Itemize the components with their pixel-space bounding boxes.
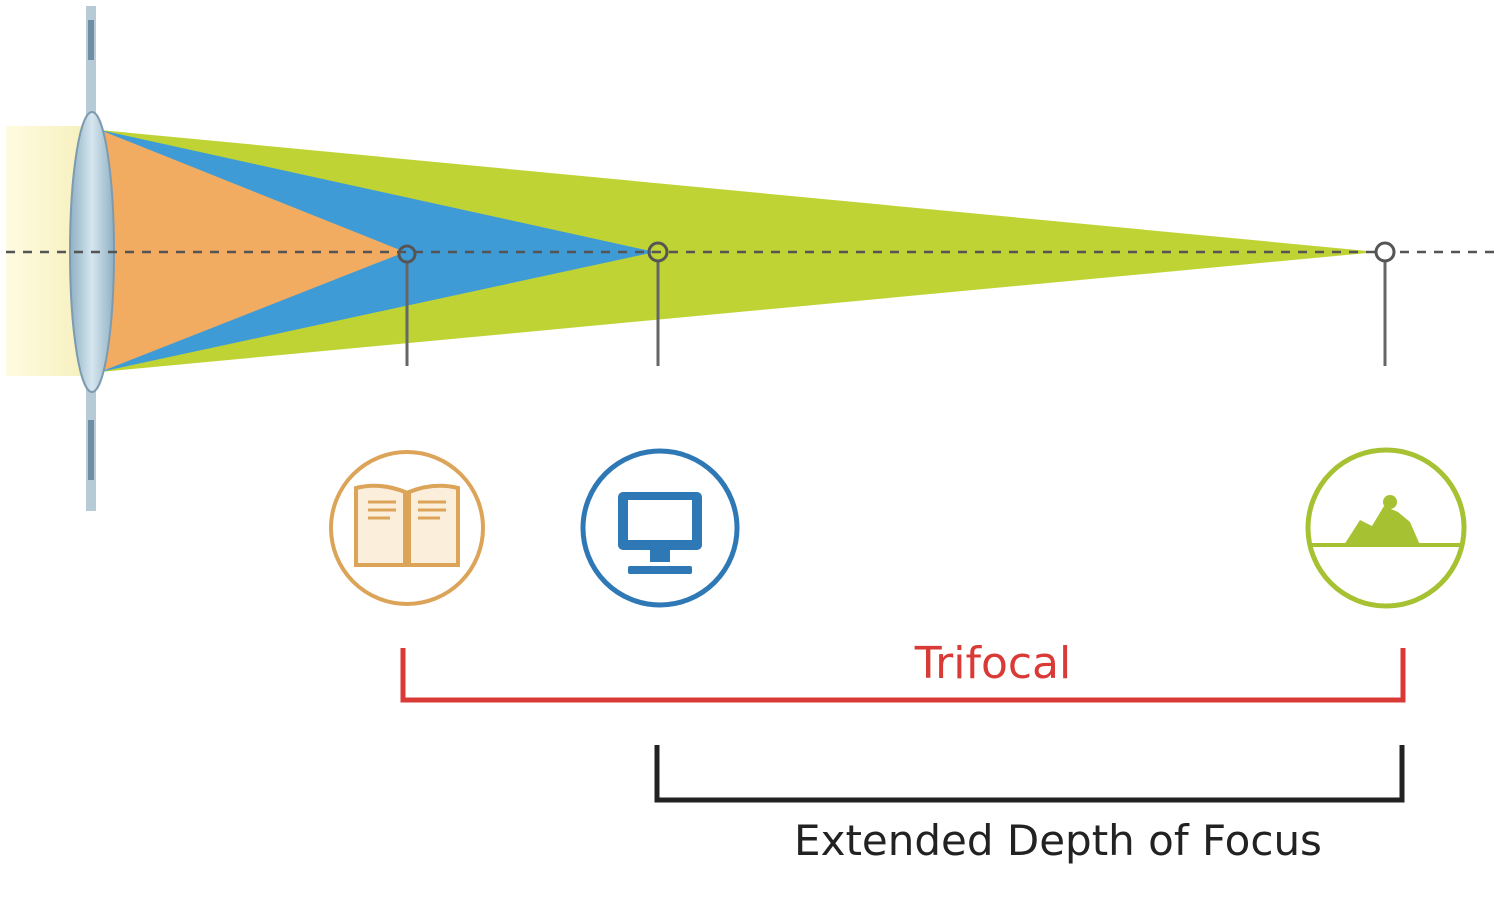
far-focal-marker xyxy=(1374,241,1396,366)
landscape-mountain-icon xyxy=(1305,447,1467,609)
computer-monitor-icon xyxy=(580,448,740,608)
lens xyxy=(69,6,115,511)
trifocal-label: Trifocal xyxy=(914,638,1072,689)
edof-label: Extended Depth of Focus xyxy=(794,816,1322,865)
trifocal-bracket xyxy=(400,648,1406,703)
book-icon xyxy=(329,450,485,606)
edof-bracket xyxy=(654,745,1405,803)
intermediate-focal-marker xyxy=(647,241,669,366)
near-focal-marker xyxy=(397,244,417,366)
